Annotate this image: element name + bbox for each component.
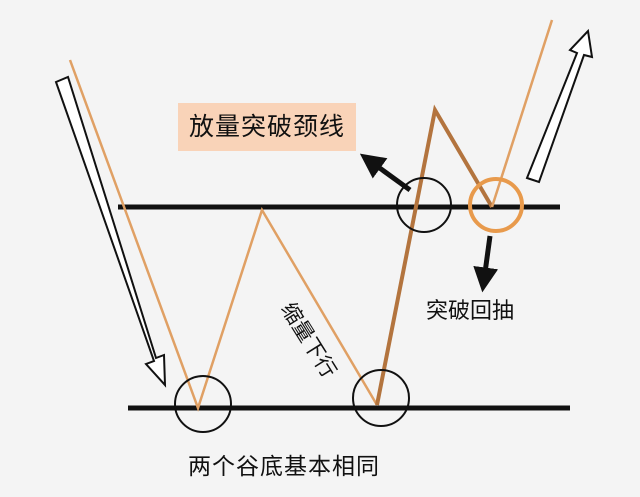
pullback-circle <box>468 177 524 233</box>
breakout-circle <box>396 177 452 233</box>
down-trend-arrow <box>54 75 167 388</box>
label-breakout-pullback: 突破回抽 <box>426 299 515 324</box>
rise-path <box>490 19 554 208</box>
label-breakout-neckline: 放量突破颈线 <box>178 103 356 151</box>
bottom-circle-right <box>352 369 410 427</box>
up-trend-arrow <box>525 28 594 184</box>
bottom-circle-left <box>174 375 232 433</box>
breakout-arrow <box>359 153 412 193</box>
price-path <box>68 59 379 412</box>
pullback-arrow <box>473 235 499 293</box>
label-two-bottoms: 两个谷底基本相同 <box>188 454 380 480</box>
breakout-path <box>375 104 494 406</box>
